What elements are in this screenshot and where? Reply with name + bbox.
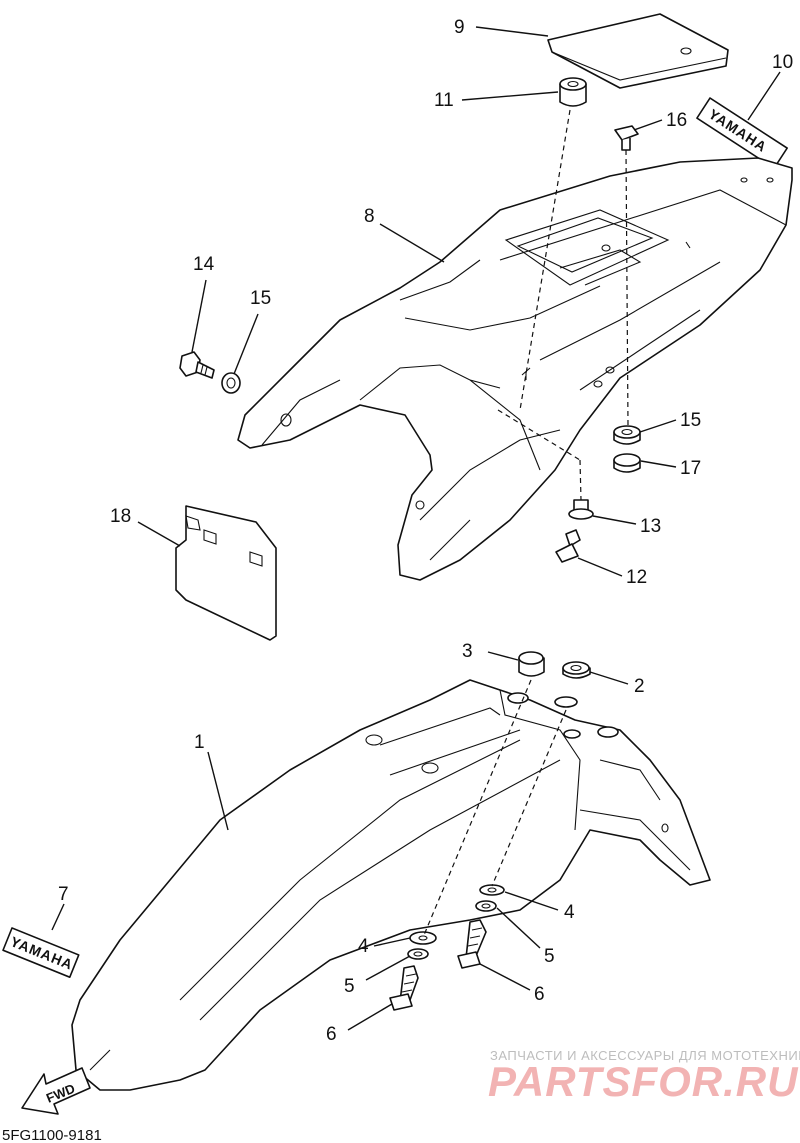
callout-17: 17 (680, 458, 701, 479)
part-13-collar (568, 499, 594, 520)
callout-numbers: 9 10 11 16 8 14 15 15 17 13 12 18 3 2 1 … (58, 17, 793, 1045)
part-15-collar-left (221, 372, 241, 394)
watermark-logo: PARTSFOR.RU (488, 1058, 799, 1105)
part-15-collar-right (613, 425, 641, 445)
part-4-washer-right (479, 884, 505, 896)
part-12-bolt (555, 529, 581, 563)
part-7-decal: YAMAHA (2, 927, 80, 979)
leader-lines (51, 26, 781, 1031)
callout-12: 12 (626, 567, 647, 588)
callout-3: 3 (462, 641, 473, 662)
callout-4-right: 4 (564, 902, 575, 923)
callout-8: 8 (364, 206, 375, 227)
callout-9: 9 (454, 17, 465, 38)
callout-11: 11 (434, 90, 454, 111)
part-6-bolt-left (389, 965, 419, 1011)
callout-14: 14 (193, 254, 215, 275)
part-17-nut (613, 453, 641, 473)
callout-2: 2 (634, 676, 645, 697)
callout-4-left: 4 (358, 936, 369, 957)
assembly-lines (423, 109, 629, 936)
callout-6-right: 6 (534, 984, 545, 1005)
callout-5-right: 5 (544, 946, 555, 967)
part-2-damper (562, 661, 591, 679)
callout-13: 13 (640, 516, 661, 537)
callout-16: 16 (666, 110, 687, 131)
callout-7: 7 (58, 884, 69, 905)
part-8-rear-fender (237, 157, 793, 581)
part-3-collar (518, 651, 545, 677)
part-18-plate (175, 505, 277, 641)
part-4-washer-left (409, 931, 437, 945)
part-14-bolt (179, 351, 215, 379)
part-9-plate (547, 13, 729, 89)
watermark: ЗАПЧАСТИ И АКСЕССУАРЫ ДЛЯ МОТОТЕХНИКИ PA… (488, 1048, 800, 1105)
callout-18: 18 (110, 506, 131, 527)
fender-mount-holes (507, 692, 619, 739)
fwd-arrow: FWD (21, 1067, 91, 1115)
callout-10: 10 (772, 52, 793, 73)
part-11-damper (559, 77, 587, 107)
callout-15-right: 15 (680, 410, 701, 431)
callout-5-left: 5 (344, 976, 355, 997)
diagram-code: 5FG1100-9181 (2, 1127, 102, 1143)
watermark-tagline: ЗАПЧАСТИ И АКСЕССУАРЫ ДЛЯ МОТОТЕХНИКИ (490, 1048, 800, 1063)
part-5-washer-left (407, 948, 429, 960)
part-10-decal: YAMAHA (696, 97, 788, 170)
part-1-front-fender (71, 679, 711, 1091)
part-6-bolt-right (457, 919, 487, 969)
callout-15-left: 15 (250, 288, 271, 309)
part-5-washer-right (475, 900, 497, 912)
callout-1: 1 (194, 732, 205, 753)
part-16-clip (614, 125, 639, 151)
callout-6-left: 6 (326, 1024, 337, 1045)
